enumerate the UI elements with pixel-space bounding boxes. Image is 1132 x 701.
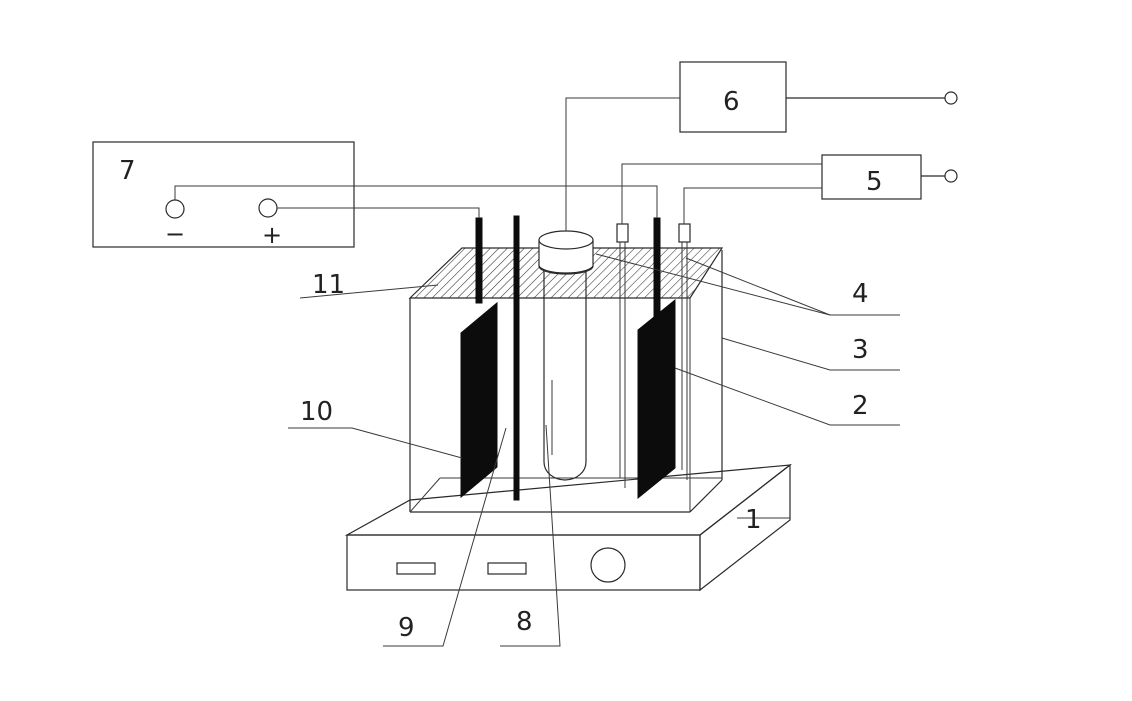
electrolytic-tank	[409, 250, 723, 513]
stirrer-knob	[590, 547, 626, 583]
label-11: 11	[312, 270, 345, 300]
instrument-box-5	[821, 154, 958, 200]
negative-terminal-symbol: −	[165, 220, 185, 248]
stirrer-slot-right	[487, 562, 527, 575]
label-5: 5	[866, 167, 883, 197]
positive-terminal-symbol: +	[262, 221, 282, 249]
negative-terminal	[165, 199, 185, 219]
output-terminal-5	[944, 169, 958, 183]
output-terminal-6	[944, 91, 958, 105]
label-10: 10	[300, 397, 333, 427]
stirrer-slot-left	[396, 562, 436, 575]
leader-lines	[288, 253, 900, 647]
wiring	[174, 97, 822, 231]
label-2: 2	[852, 391, 869, 421]
label-9: 9	[398, 613, 415, 643]
label-3: 3	[852, 335, 869, 365]
positive-terminal	[258, 198, 278, 218]
label-8: 8	[516, 607, 533, 637]
label-1: 1	[745, 505, 762, 535]
instrument-box-6	[679, 61, 958, 133]
label-6: 6	[723, 87, 740, 117]
label-7: 7	[119, 156, 136, 186]
label-4: 4	[852, 279, 869, 309]
anode-electrode	[637, 217, 676, 500]
separator-rod	[513, 215, 520, 501]
cathode-electrode	[460, 217, 498, 499]
stirrer-base	[344, 463, 792, 592]
